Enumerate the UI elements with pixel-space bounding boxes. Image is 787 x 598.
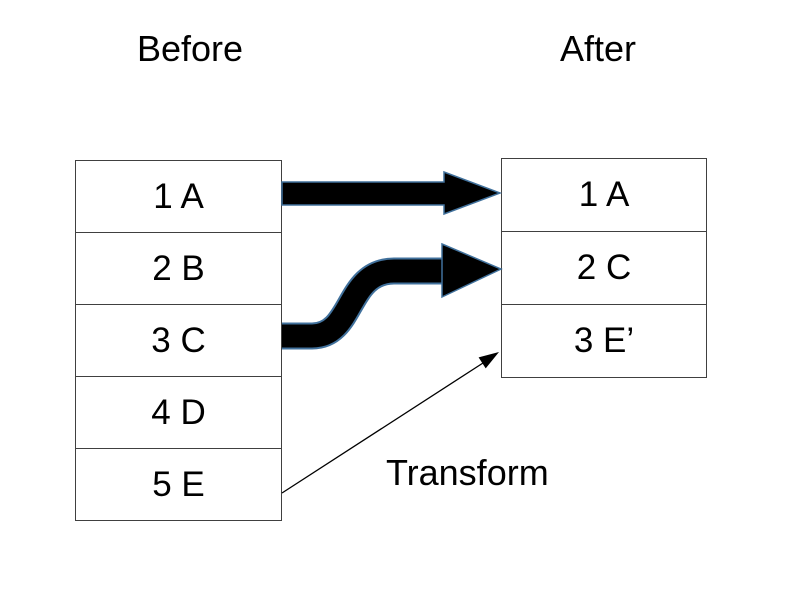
after-row-2: 2 C	[501, 231, 707, 305]
before-cell-1: 1 A	[153, 176, 204, 216]
after-title: After	[560, 28, 637, 69]
straight-arrow	[281, 170, 503, 216]
before-cell-5: 5 E	[152, 464, 205, 504]
s-curve-arrow-head	[441, 242, 503, 299]
before-table: 1 A 2 B 3 C 4 D 5 E	[75, 160, 282, 521]
before-cell-4: 4 D	[151, 392, 206, 432]
before-title: Before	[137, 28, 244, 69]
before-cell-2: 2 B	[152, 248, 205, 288]
before-cell-3: 3 C	[151, 320, 206, 360]
before-row-5: 5 E	[75, 448, 282, 521]
before-row-3: 3 C	[75, 304, 282, 377]
after-cell-2: 2 C	[576, 248, 632, 287]
before-row-4: 4 D	[75, 376, 282, 449]
after-table: 1 A 2 C 3 E’	[501, 158, 707, 378]
before-row-2: 2 B	[75, 232, 282, 305]
after-row-1: 1 A	[501, 158, 707, 232]
after-row-3: 3 E’	[501, 304, 707, 378]
after-cell-1: 1 A	[578, 175, 630, 214]
transform-arrow-head	[478, 352, 499, 369]
before-row-1: 1 A	[75, 160, 282, 233]
transform-label: Transform	[386, 452, 549, 493]
s-curve-arrow-shaft	[282, 259, 446, 348]
s-curve-arrow-outline	[282, 257, 446, 350]
after-cell-3: 3 E’	[573, 321, 635, 360]
